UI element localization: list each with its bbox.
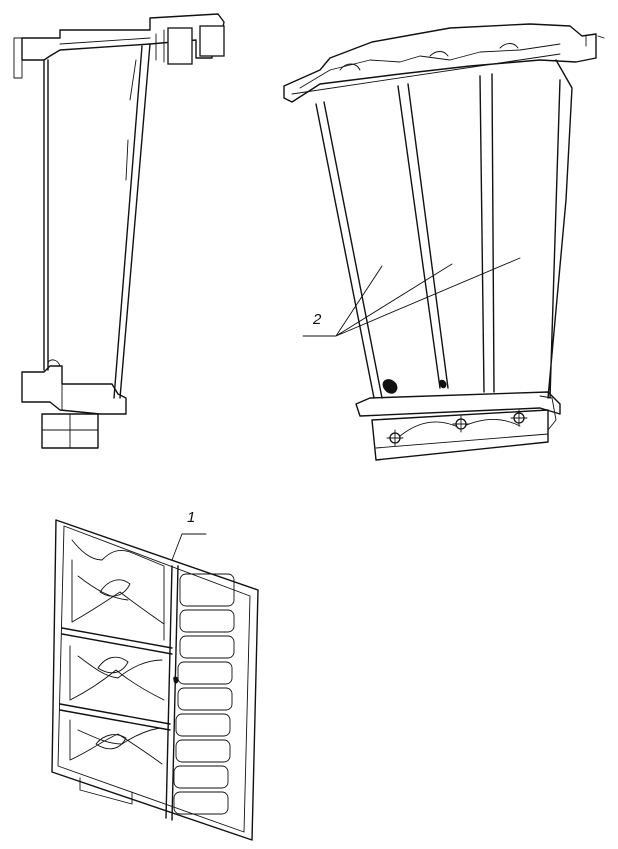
left-blade-airfoil — [43, 43, 151, 399]
panel-rib-pattern — [69, 539, 165, 765]
left-blade-side-view — [13, 13, 225, 449]
callout-2-leader-lines — [302, 257, 521, 337]
right-blade-root-block — [371, 409, 549, 461]
panel-outline — [51, 519, 259, 841]
left-blade-top-shroud — [21, 13, 225, 61]
cooling-hole-marks — [382, 379, 398, 394]
right-blade-airfoil-outline — [315, 59, 573, 399]
right-blade-internal-ribs — [397, 73, 495, 393]
callout-label-2: 2 — [313, 311, 322, 328]
right-blade-front-view — [283, 23, 605, 461]
lower-panel-section-view — [51, 519, 259, 841]
callout-label-1: 1 — [187, 509, 196, 526]
panel-cooling-cells — [173, 573, 235, 815]
left-blade-root-platform — [21, 365, 127, 415]
right-blade-top-shroud — [283, 23, 597, 103]
left-blade-root-block — [41, 413, 99, 449]
callout-1-leader-line — [171, 533, 207, 561]
right-blade-root-platform — [355, 391, 561, 417]
